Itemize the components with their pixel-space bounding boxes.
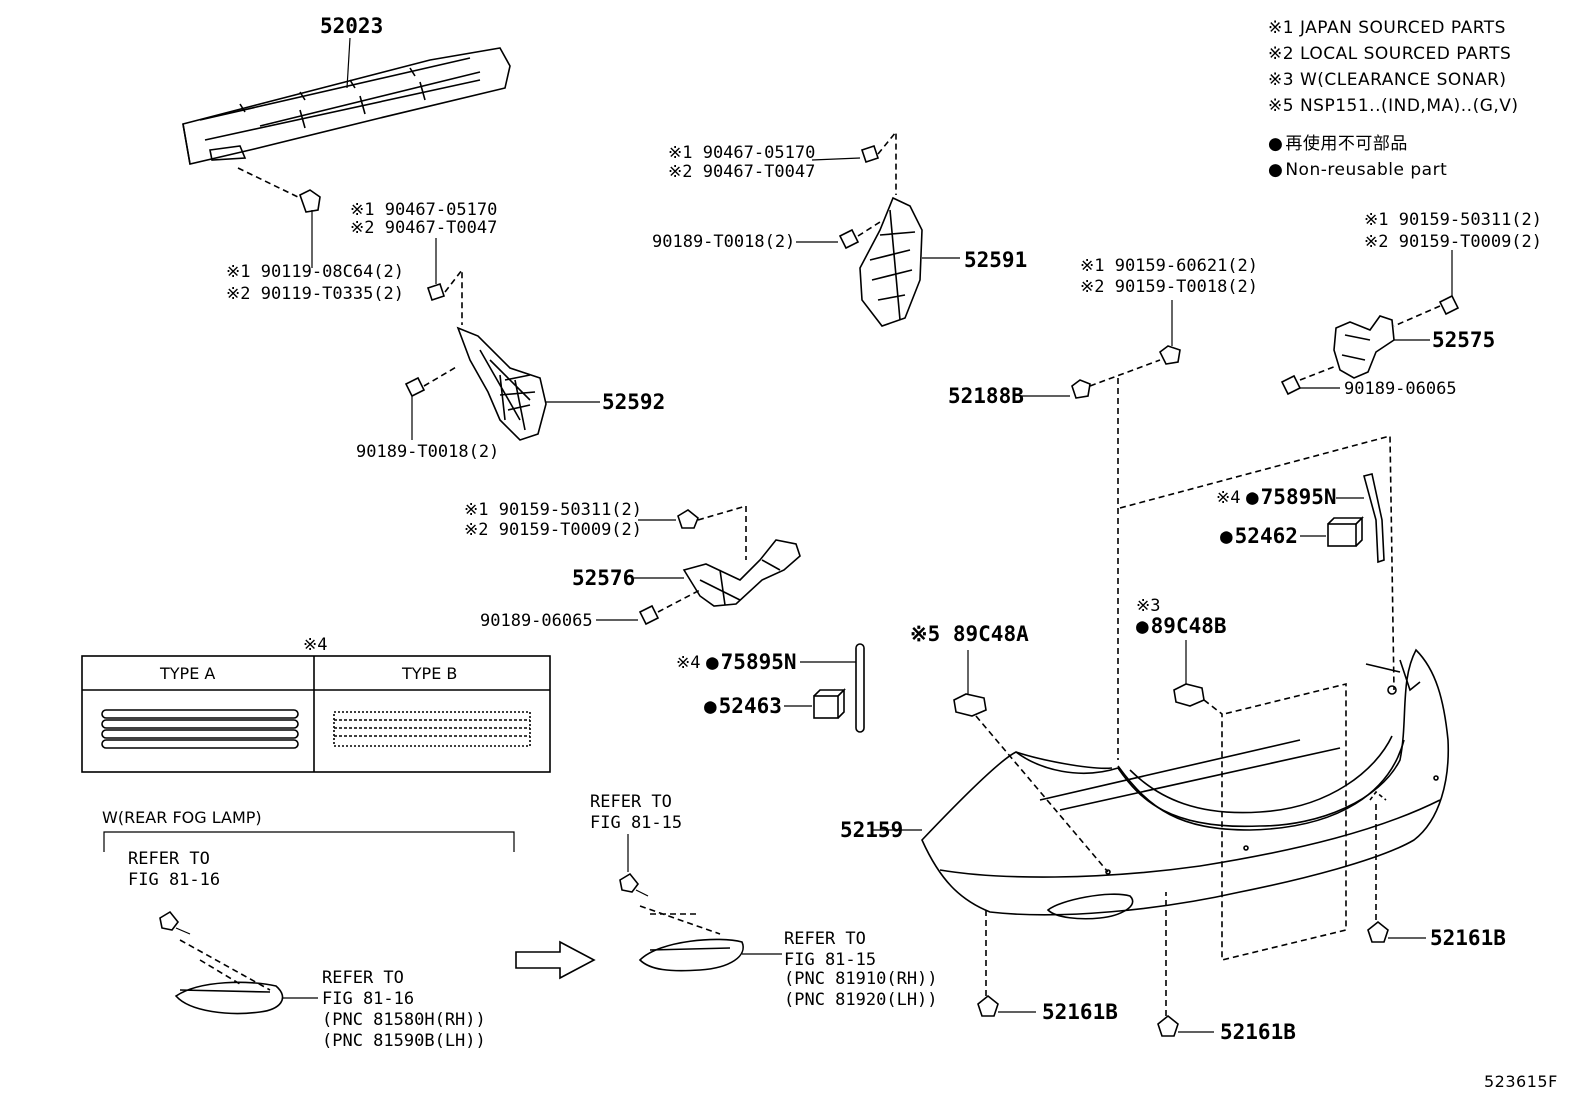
clip-icon	[811, 129, 897, 195]
bracket-52592	[456, 326, 600, 441]
legend-note-5: ※5 NSP151..(IND,MA)..(G,V)	[1268, 96, 1519, 116]
bolt-icon	[237, 167, 321, 268]
refer-right-2-line2: FIG 81-15	[784, 950, 877, 970]
nut-icon	[404, 365, 459, 440]
grommet-icon	[1020, 359, 1161, 760]
refer-left-1-line1: REFER TO	[128, 849, 210, 869]
sonar-sensor-icon	[1173, 640, 1347, 962]
refer-right-1-line2: FIG 81-15	[590, 813, 683, 833]
part-label-52161B-left: 52161B	[1042, 1000, 1118, 1024]
part-label-nut-left: 90189-T0018(2)	[356, 442, 500, 462]
part-label-screw-right-2: ※2 90159-T0018(2)	[1080, 277, 1259, 297]
part-label-52576: 52576	[572, 566, 636, 590]
part-label-clip-left-2: ※2 90467-T0047	[350, 218, 498, 238]
part-label-52161B-right: 52161B	[1430, 926, 1506, 950]
part-label-52188B: 52188B	[948, 384, 1024, 408]
part-label-52575: 52575	[1432, 328, 1496, 352]
refer-right-2-line1: REFER TO	[784, 929, 866, 949]
part-mark-75895N-left: ※4	[676, 653, 701, 673]
part-label-52159: 52159	[840, 818, 904, 842]
refer-right-2-line3: (PNC 81910(RH))	[784, 969, 938, 989]
part-label-75895N-right: 75895N	[1246, 485, 1337, 509]
bracket-52576	[634, 539, 801, 607]
bracket-52591	[859, 196, 960, 327]
part-label-52023: 52023	[320, 14, 384, 38]
nonreusable-legend-jp: 再使用不可部品	[1268, 134, 1408, 154]
fog-lamp-group-label: W(REAR FOG LAMP)	[102, 808, 262, 827]
refer-right-1-line1: REFER TO	[590, 792, 672, 812]
rear-bumper-cover	[872, 648, 1450, 920]
fog-lamp-group	[103, 831, 782, 1015]
rear-bumper-reinforcement	[182, 37, 511, 165]
sonar-sensor-icon	[953, 650, 1109, 873]
reflector-icon	[784, 643, 865, 733]
part-label-screw-right-1: ※1 90159-60621(2)	[1080, 256, 1259, 276]
part-label-screw-mid-1: ※1 90159-50311(2)	[464, 500, 643, 520]
part-label-52462: 52462	[1220, 524, 1298, 548]
type-table-mark: ※4	[303, 635, 328, 655]
part-label-nut-right: 90189-T0018(2)	[652, 232, 796, 252]
part-mark-75895N-right: ※4	[1216, 488, 1241, 508]
figure-id: 523615F	[1484, 1072, 1558, 1091]
clip-icon	[977, 910, 1036, 1017]
part-label-75895N-left: 75895N	[706, 650, 797, 674]
clip-icon	[1367, 790, 1426, 943]
refer-left-2-line2: FIG 81-16	[322, 989, 415, 1009]
clip-icon	[426, 238, 463, 325]
refer-left-2-line1: REFER TO	[322, 968, 404, 988]
refer-right-2-line4: (PNC 81920(LH))	[784, 990, 938, 1010]
type-table	[81, 655, 551, 773]
legend-note-1: ※1 JAPAN SOURCED PARTS	[1268, 18, 1506, 38]
bracket-52575	[1280, 250, 1460, 396]
part-label-89C48A: ※5 89C48A	[910, 622, 1029, 646]
refer-left-1-line2: FIG 81-16	[128, 870, 221, 890]
reflector-icon	[1119, 434, 1395, 691]
part-mark-sonar-3: ※3	[1136, 596, 1161, 616]
part-label-clip-right-1: ※1 90467-05170	[668, 143, 816, 163]
nut-icon	[796, 221, 881, 250]
part-label-52463: 52463	[704, 694, 782, 718]
nonreusable-legend-en: Non-reusable part	[1268, 160, 1447, 180]
part-label-bolt-2: ※2 90119-T0335(2)	[226, 284, 405, 304]
part-label-52592: 52592	[602, 390, 666, 414]
screw-icon	[1158, 300, 1181, 365]
part-label-52591: 52591	[964, 248, 1028, 272]
refer-left-2-line3: (PNC 81580H(RH))	[322, 1010, 486, 1030]
nut-icon	[596, 589, 701, 626]
legend-note-2: ※2 LOCAL SOURCED PARTS	[1268, 44, 1512, 64]
refer-left-2-line4: (PNC 81590B(LH))	[322, 1031, 486, 1051]
part-label-nut-mid: 90189-06065	[480, 611, 593, 631]
clip-icon	[1157, 892, 1214, 1037]
type-a-label: TYPE A	[160, 664, 216, 683]
part-label-52161B-mid: 52161B	[1220, 1020, 1296, 1044]
screw-icon	[638, 504, 747, 560]
part-label-screw-rr-2: ※2 90159-T0009(2)	[1364, 232, 1543, 252]
legend-note-3: ※3 W(CLEARANCE SONAR)	[1268, 70, 1507, 90]
part-label-clip-right-2: ※2 90467-T0047	[668, 162, 816, 182]
part-label-screw-rr-1: ※1 90159-50311(2)	[1364, 210, 1543, 230]
part-label-bolt-1: ※1 90119-08C64(2)	[226, 262, 405, 282]
part-label-screw-mid-2: ※2 90159-T0009(2)	[464, 520, 643, 540]
type-b-label: TYPE B	[402, 664, 458, 683]
part-label-89C48B: 89C48B	[1136, 614, 1227, 638]
part-label-clip-left-1: ※1 90467-05170	[350, 200, 498, 220]
part-label-nut-rr: 90189-06065	[1344, 379, 1457, 399]
